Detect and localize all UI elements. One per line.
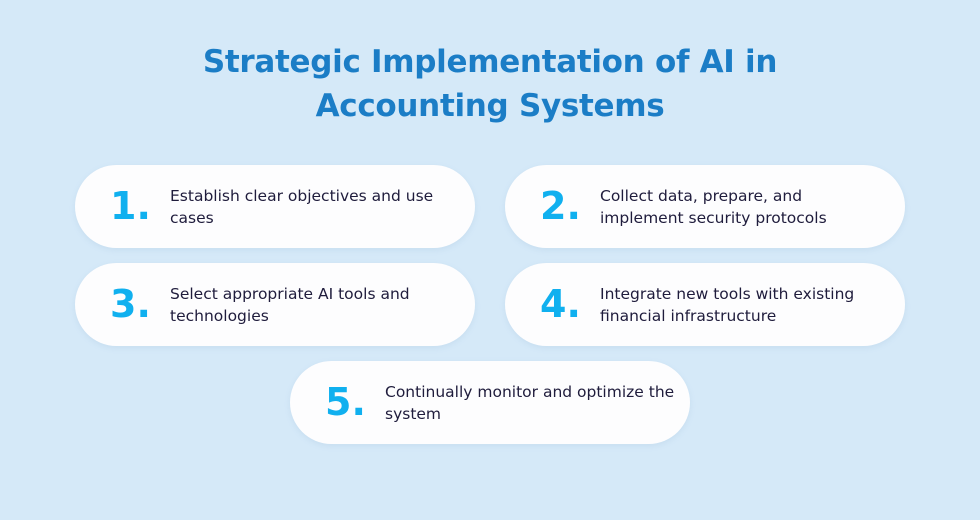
step-text: Continually monitor and optimize the sys…: [385, 383, 675, 423]
step-text: Collect data, prepare, and implement sec…: [600, 187, 827, 227]
step-number: 2.: [540, 184, 581, 228]
step-card-1: 1. Establish clear objectives and use ca…: [75, 165, 475, 248]
step-number: 3.: [110, 282, 151, 326]
step-card-4: 4. Integrate new tools with existing fin…: [505, 263, 905, 346]
step-number: 4.: [540, 282, 581, 326]
step-number: 1.: [110, 184, 151, 228]
step-text: Integrate new tools with existing financ…: [600, 285, 855, 325]
step-card-5: 5. Continually monitor and optimize the …: [290, 361, 690, 444]
step-number: 5.: [325, 380, 366, 424]
step-text: Select appropriate AI tools and technolo…: [170, 285, 410, 325]
step-text: Establish clear objectives and use cases: [170, 187, 434, 227]
step-card-3: 3. Select appropriate AI tools and techn…: [75, 263, 475, 346]
page-title: Strategic Implementation of AI in Accoun…: [202, 44, 778, 124]
step-card-2: 2. Collect data, prepare, and implement …: [505, 165, 905, 248]
